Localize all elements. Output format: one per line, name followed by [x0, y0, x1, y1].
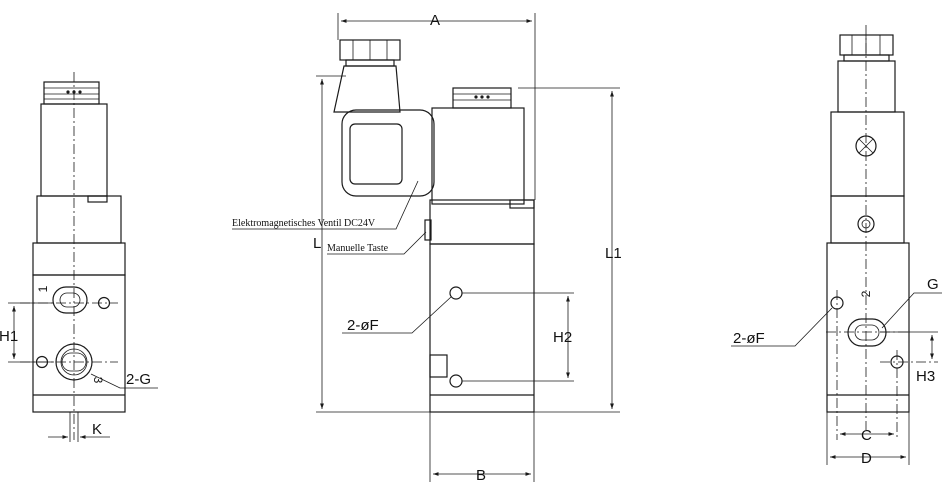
- left-side-view: 1 3 H1 2-G K: [0, 72, 158, 442]
- mount-hole-upper: [449, 286, 463, 300]
- right-port-2-label: 2: [859, 290, 873, 297]
- right-pilot-section: [830, 195, 905, 244]
- right-connector-stem: [837, 60, 896, 113]
- manual-button: [424, 219, 432, 241]
- left-port-g-label: 2-G: [126, 371, 151, 388]
- pilot-block: [429, 199, 535, 245]
- mount-hole-lower: [449, 374, 463, 388]
- right-valve-body: [826, 242, 910, 413]
- dim-l-label: L: [313, 235, 321, 252]
- coil-top-cap: [452, 87, 512, 109]
- dim-c-label: C: [861, 427, 872, 444]
- right-coil-housing: [830, 111, 905, 197]
- dim-b-label: B: [476, 467, 486, 484]
- left-valve-body: [32, 274, 126, 413]
- left-port-1: [52, 286, 88, 314]
- exhaust-port: [429, 354, 448, 378]
- dim-d-label: D: [861, 450, 872, 467]
- manual-annotation: Manuelle Taste: [327, 243, 389, 254]
- coil-housing: [341, 109, 435, 197]
- dim-a-label: A: [430, 12, 440, 29]
- connector-stem: [333, 65, 401, 113]
- left-port-1-label: 1: [36, 285, 50, 292]
- center-hole-f-label: 2-øF: [347, 317, 379, 334]
- coil-body: [431, 107, 525, 205]
- right-hole-f-label: 2-øF: [733, 330, 765, 347]
- center-front-view: A L1: [232, 12, 622, 484]
- right-side-view: 2 G 2-øF H3 C D: [731, 25, 942, 467]
- dim-k-label: K: [92, 421, 102, 438]
- dim-h2-label: H2: [553, 329, 572, 346]
- coil-window: [349, 123, 403, 185]
- dim-l1-label: L1: [605, 245, 622, 262]
- left-port-3-label: 3: [91, 377, 105, 384]
- left-pilot-section: [36, 195, 122, 244]
- dim-h3-label: H3: [916, 368, 935, 385]
- solenoid-annotation: Elektromagnetisches Ventil DC24V: [232, 218, 376, 229]
- right-port-g-label: G: [927, 276, 939, 293]
- left-connector-cap: [43, 81, 100, 105]
- right-port-2: [847, 318, 887, 347]
- right-connector-nut: [839, 34, 894, 56]
- dim-h1-label: H1: [0, 328, 18, 345]
- valve-body: [429, 243, 535, 413]
